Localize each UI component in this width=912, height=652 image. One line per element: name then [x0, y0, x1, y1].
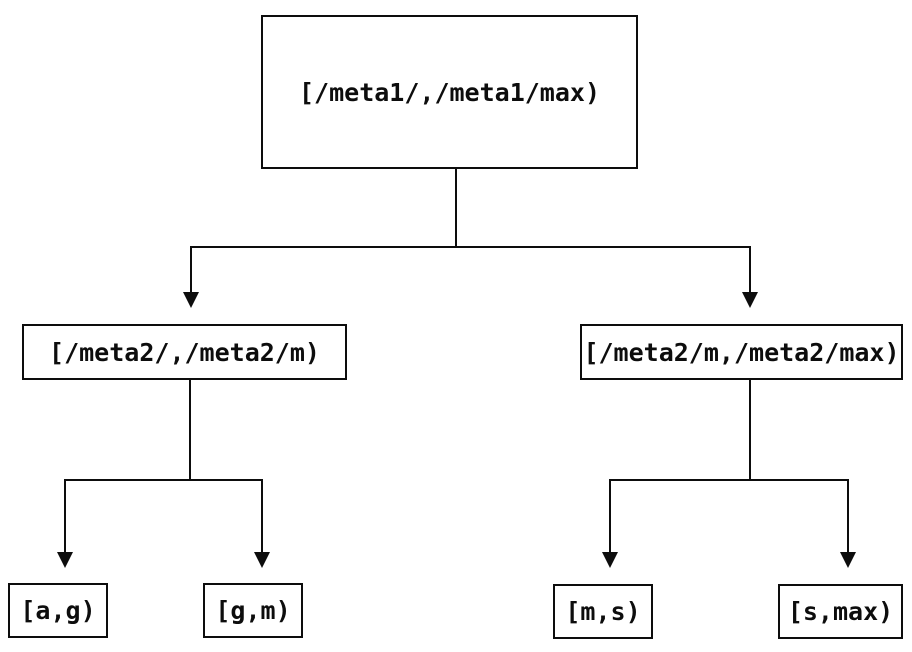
node-meta2-upper-range: [/meta2/m,/meta2/max): [580, 324, 903, 380]
arrow-down-right-mid-icon: [742, 292, 758, 308]
arrow-down-leaf-ag-icon: [57, 552, 73, 568]
edge-right-fork: [609, 479, 849, 554]
edge-level1-fork: [190, 246, 751, 294]
node-leaf-s-max: [s,max): [778, 584, 903, 639]
arrow-down-leaf-gm-icon: [254, 552, 270, 568]
node-meta1-range: [/meta1/,/meta1/max): [261, 15, 638, 169]
node-leaf-a-g: [a,g): [8, 583, 108, 638]
node-leaf-m-s: [m,s): [553, 584, 653, 639]
arrow-down-left-mid-icon: [183, 292, 199, 308]
edge-left-fork: [64, 479, 263, 554]
arrow-down-leaf-smax-icon: [840, 552, 856, 568]
arrow-down-leaf-ms-icon: [602, 552, 618, 568]
node-leaf-g-m: [g,m): [203, 583, 303, 638]
node-meta2-lower-range: [/meta2/,/meta2/m): [22, 324, 347, 380]
